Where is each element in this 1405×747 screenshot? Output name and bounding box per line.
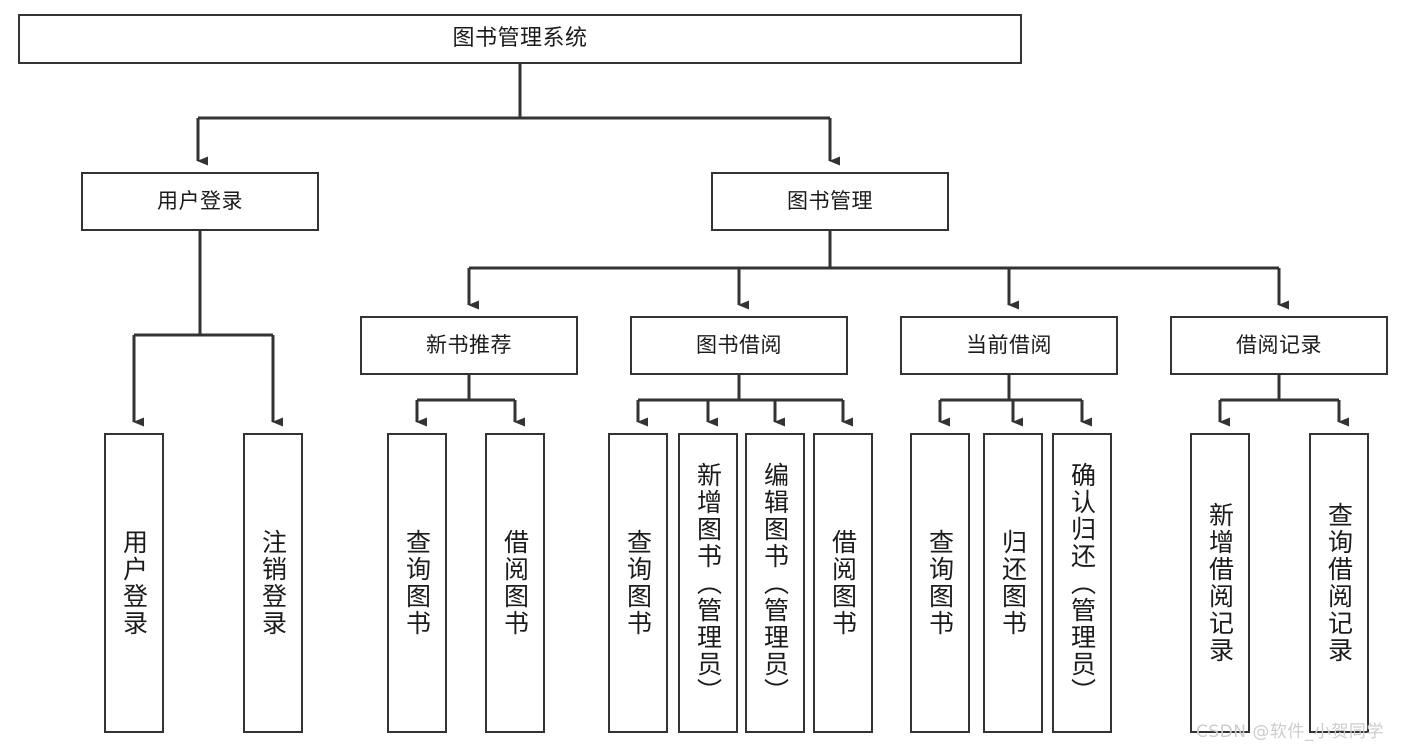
node-book-borrow[interactable]: 图书借阅 — [630, 316, 848, 375]
node-leaf-user-login[interactable]: 用户登录 — [104, 433, 164, 733]
csdn-watermark: CSDN @软件_小贺同学 — [1196, 722, 1384, 742]
node-label: 注销登录 — [258, 529, 288, 637]
node-current-borrow[interactable]: 当前借阅 — [900, 316, 1118, 375]
node-leaf-return-book[interactable]: 归还图书 — [983, 433, 1043, 733]
node-label: 图书管理系统 — [452, 25, 588, 51]
node-label: 当前借阅 — [966, 332, 1052, 357]
node-leaf-edit-book[interactable]: 编辑图书（管理员） — [745, 433, 805, 733]
node-label: 图书借阅 — [696, 332, 782, 357]
node-user-login[interactable]: 用户登录 — [81, 172, 319, 231]
node-label: 用户登录 — [119, 529, 149, 637]
node-leaf-query-book-3[interactable]: 查询图书 — [910, 433, 970, 733]
connectors-currentborrow-to-leaves — [938, 375, 1092, 427]
connectors-bookmanage-to-level2 — [467, 231, 1289, 310]
node-leaf-add-record[interactable]: 新增借阅记录 — [1190, 433, 1250, 733]
node-label: 查询借阅记录 — [1324, 502, 1354, 664]
node-label: 借阅图书 — [828, 529, 858, 637]
node-label: 查询图书 — [623, 529, 653, 637]
node-leaf-borrow-book-1[interactable]: 借阅图书 — [485, 433, 545, 733]
node-new-book-recommend[interactable]: 新书推荐 — [360, 316, 578, 375]
node-root-system[interactable]: 图书管理系统 — [18, 14, 1022, 64]
node-label: 归还图书 — [998, 529, 1028, 637]
node-leaf-query-record[interactable]: 查询借阅记录 — [1309, 433, 1369, 733]
node-book-manage[interactable]: 图书管理 — [711, 172, 949, 231]
node-label: 查询图书 — [402, 529, 432, 637]
connectors-newbook-to-leaves — [415, 375, 525, 427]
connectors-bookborrow-to-leaves — [636, 375, 853, 427]
node-label: 借阅图书 — [500, 529, 530, 637]
connectors-borrowrecord-to-leaves — [1218, 375, 1349, 427]
node-borrow-record[interactable]: 借阅记录 — [1170, 316, 1388, 375]
node-leaf-user-logout[interactable]: 注销登录 — [243, 433, 303, 733]
node-label: 确认归还（管理员） — [1067, 461, 1097, 705]
node-leaf-add-book[interactable]: 新增图书（管理员） — [678, 433, 738, 733]
node-label: 借阅记录 — [1236, 332, 1322, 357]
node-label: 查询图书 — [925, 529, 955, 637]
node-label: 编辑图书（管理员） — [760, 461, 790, 705]
node-leaf-borrow-book-2[interactable]: 借阅图书 — [813, 433, 873, 733]
connectors-root-to-level1 — [196, 64, 840, 166]
node-label: 新增图书（管理员） — [693, 461, 723, 705]
node-label: 图书管理 — [787, 188, 873, 213]
node-leaf-query-book-2[interactable]: 查询图书 — [608, 433, 668, 733]
node-label: 新增借阅记录 — [1205, 502, 1235, 664]
node-label: 用户登录 — [157, 188, 243, 213]
connectors-userlogin-to-leaves — [132, 231, 283, 427]
node-leaf-query-book-1[interactable]: 查询图书 — [387, 433, 447, 733]
node-leaf-confirm-return[interactable]: 确认归还（管理员） — [1052, 433, 1112, 733]
node-label: 新书推荐 — [426, 332, 512, 357]
